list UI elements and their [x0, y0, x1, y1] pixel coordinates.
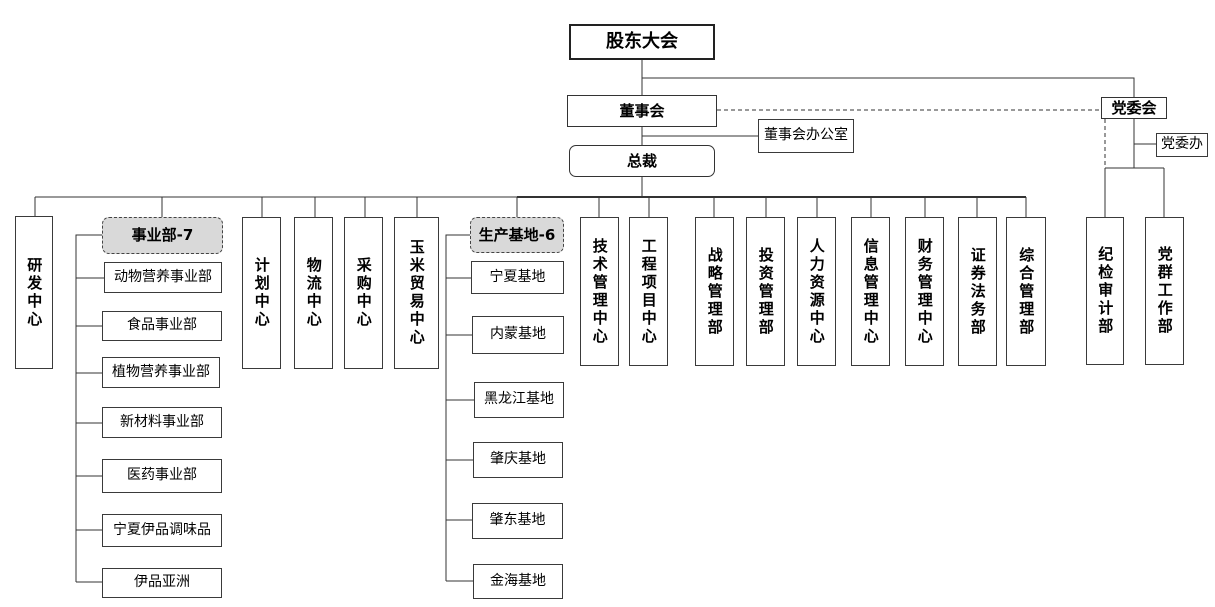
production-base-item: 黑龙江基地 — [474, 382, 564, 418]
business-unit-item: 植物营养事业部 — [102, 357, 220, 388]
dept-strategy: 战略管理部 — [695, 217, 734, 366]
board-office-box: 董事会办公室 — [758, 119, 854, 153]
business-unit-item: 新材料事业部 — [102, 407, 222, 438]
dept-corn-trade: 玉米贸易中心 — [394, 217, 439, 369]
dept-planning: 计划中心 — [242, 217, 281, 369]
dept-rd: 研发中心 — [15, 216, 53, 369]
production-base-item: 内蒙基地 — [472, 316, 564, 354]
dept-securities: 证券法务部 — [958, 217, 997, 366]
dept-tech-mgmt: 技术管理中心 — [580, 217, 619, 366]
dept-info: 信息管理中心 — [851, 217, 890, 366]
dept-party-mass: 党群工作部 — [1145, 217, 1184, 365]
business-unit-item: 医药事业部 — [102, 459, 222, 493]
business-unit-item: 动物营养事业部 — [104, 262, 222, 293]
business-unit-item: 宁夏伊品调味品 — [102, 514, 222, 547]
dept-production-bases: 生产基地-6 — [470, 217, 564, 253]
party-office-box: 党委办 — [1156, 133, 1208, 157]
production-base-item: 肇东基地 — [472, 503, 563, 539]
dept-engineering: 工程项目中心 — [629, 217, 668, 366]
production-base-item: 宁夏基地 — [471, 261, 564, 294]
dept-finance: 财务管理中心 — [905, 217, 944, 366]
dept-hr: 人力资源中心 — [797, 217, 836, 366]
production-base-item: 金海基地 — [473, 564, 563, 599]
party-committee-box: 党委会 — [1101, 97, 1167, 119]
dept-discipline: 纪检审计部 — [1086, 217, 1124, 365]
president-box: 总裁 — [569, 145, 715, 177]
business-unit-item: 伊品亚洲 — [102, 568, 222, 598]
business-unit-item: 食品事业部 — [102, 311, 222, 341]
dept-investment: 投资管理部 — [746, 217, 785, 366]
dept-business-units: 事业部-7 — [102, 217, 223, 254]
dept-purchasing: 采购中心 — [344, 217, 383, 369]
production-base-item: 肇庆基地 — [473, 442, 563, 478]
board-box: 董事会 — [567, 95, 717, 127]
dept-general-mgmt: 综合管理部 — [1006, 217, 1046, 366]
dept-logistics: 物流中心 — [294, 217, 333, 369]
shareholders-box: 股东大会 — [569, 24, 715, 60]
